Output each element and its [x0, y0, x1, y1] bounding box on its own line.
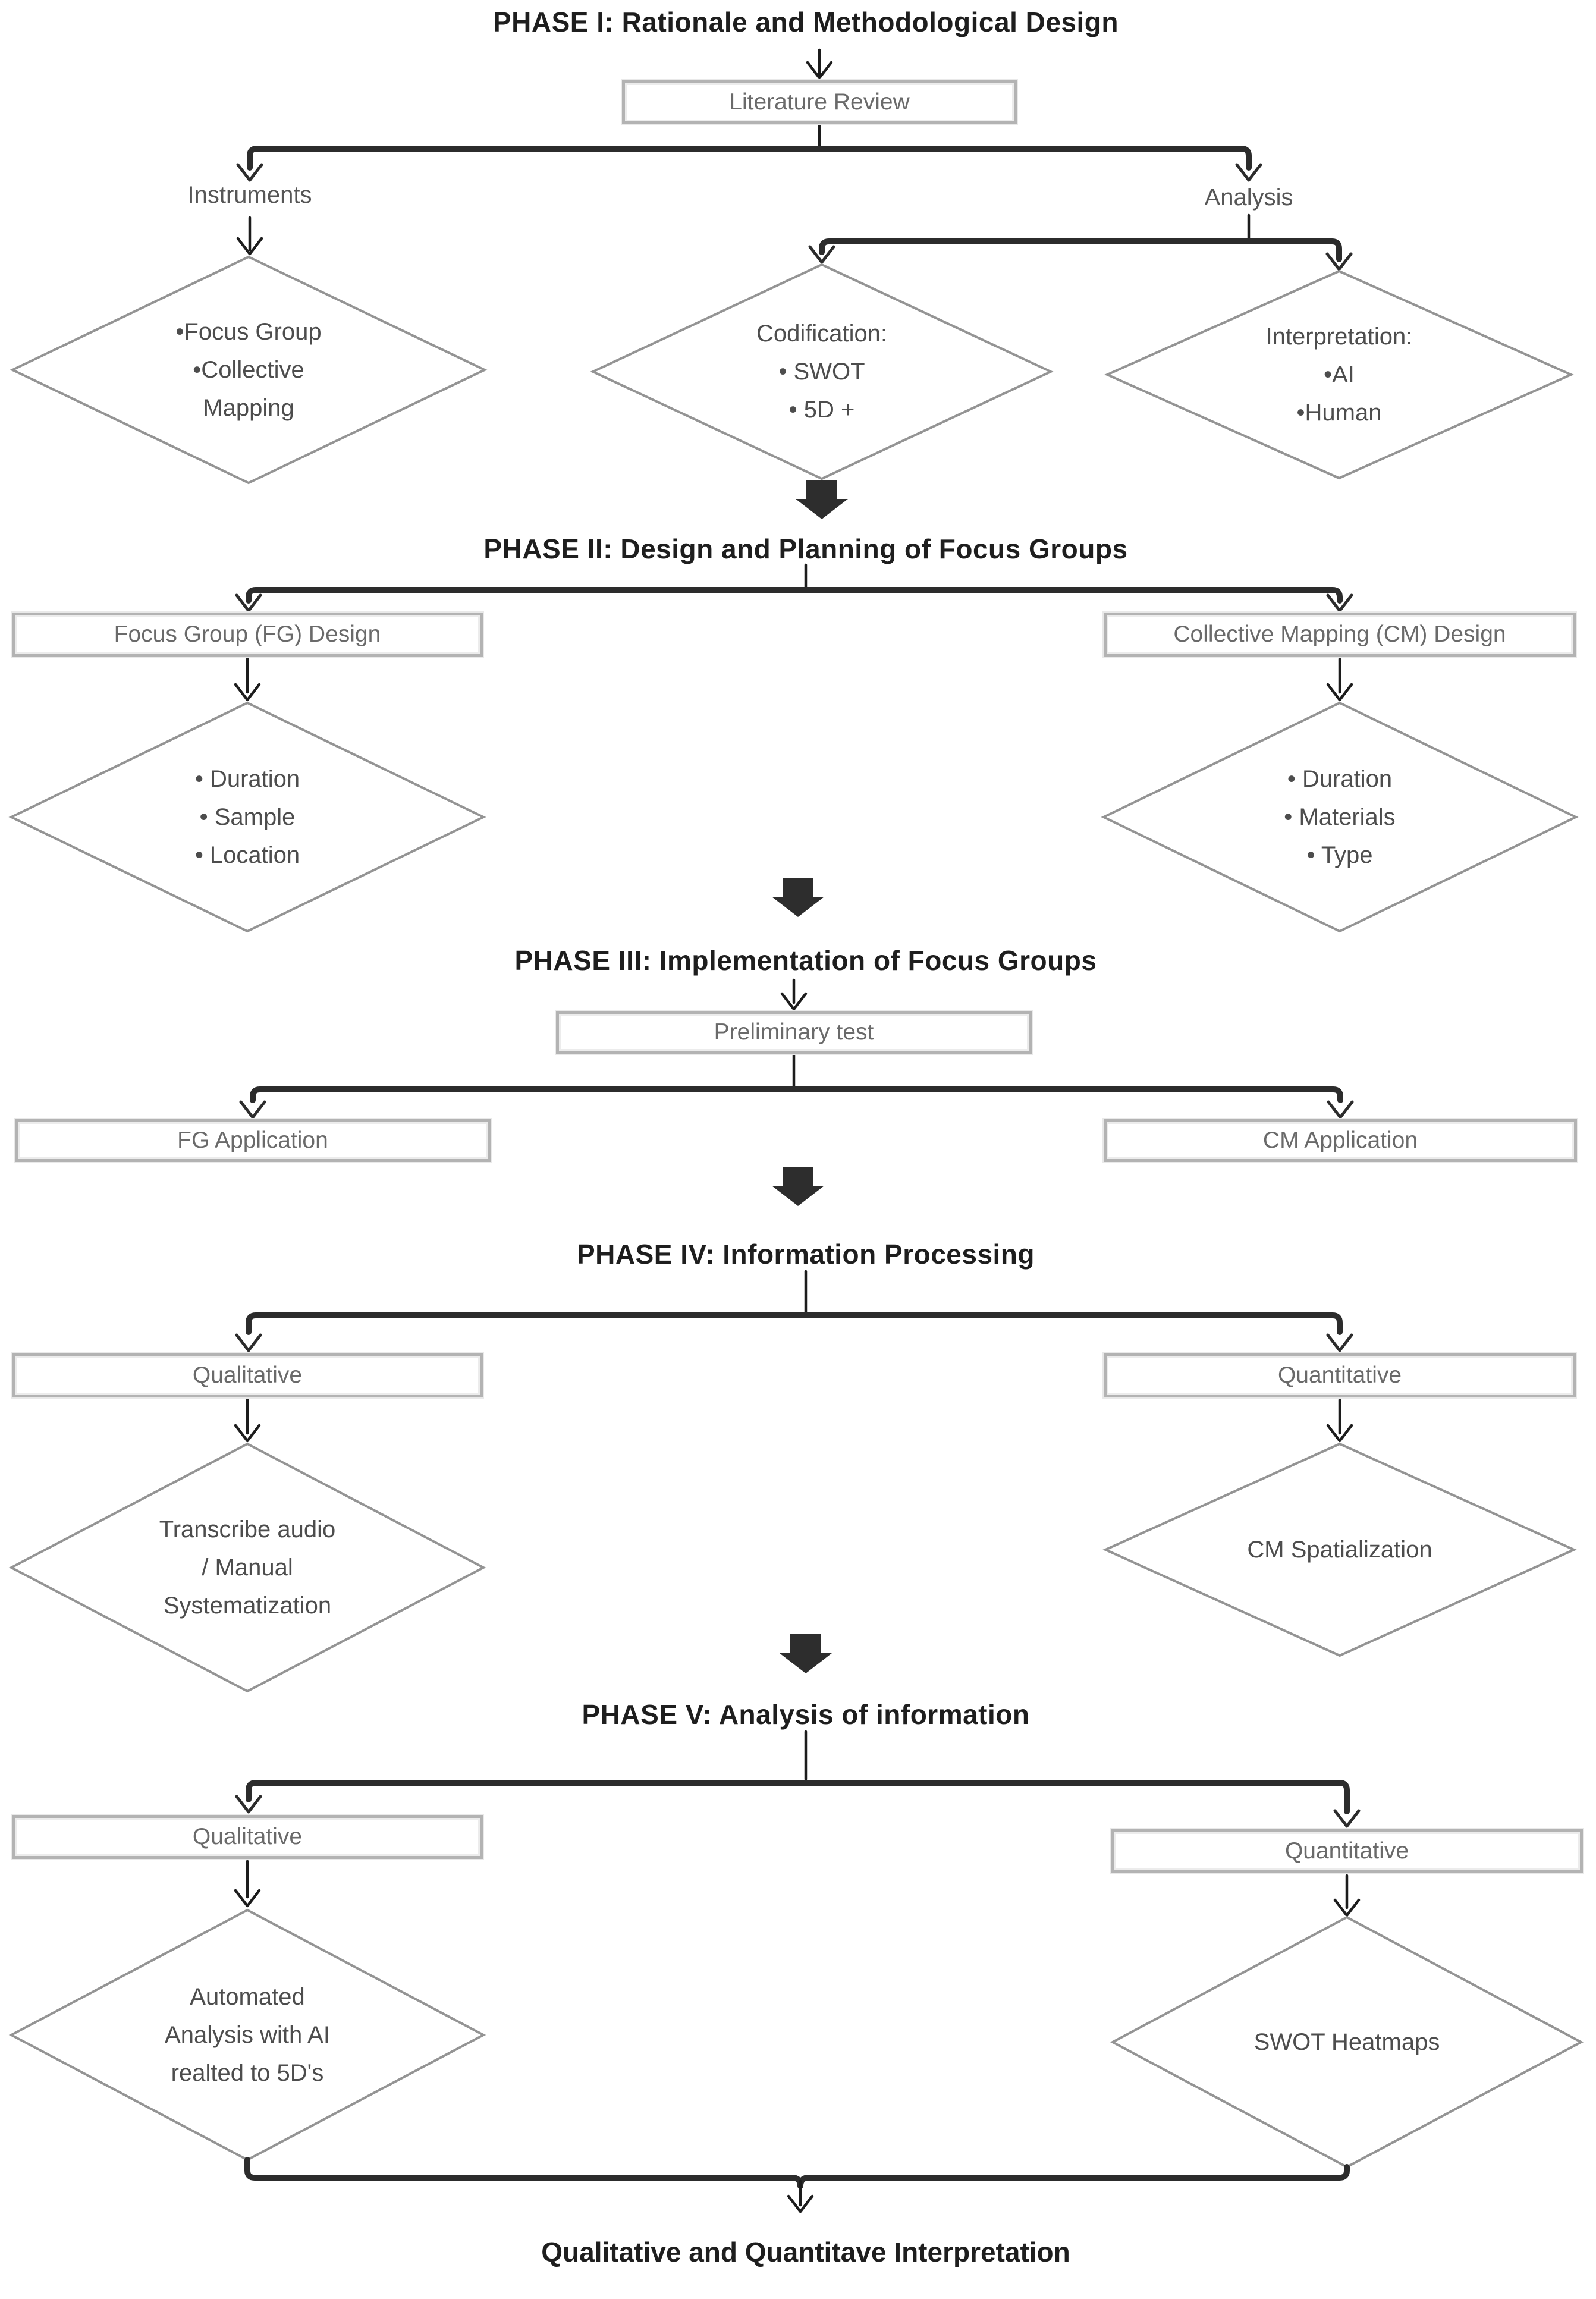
phase3-connectors [239, 978, 1354, 1119]
analysis-label: Analysis [1204, 184, 1293, 211]
phase4-title: PHASE IV: Information Processing [576, 1239, 1035, 1270]
merge-connectors [244, 2157, 1350, 2189]
qualitative-analysis-box: Qualitative [12, 1815, 483, 1859]
quantitative-analysis-label: Quantitative [1284, 1838, 1409, 1864]
preliminary-test-box: Preliminary test [556, 1011, 1032, 1054]
block-arrow-icon [796, 480, 848, 519]
cm-spatialization-diamond-shape [1102, 1442, 1577, 1657]
literature-review-box: Literature Review [622, 80, 1017, 124]
arrowhead-icon [239, 1100, 266, 1119]
arrowhead-icon [1333, 1809, 1361, 1828]
qualitative-analysis-label: Qualitative [192, 1824, 303, 1849]
arrowhead-icon [235, 593, 262, 613]
arrowhead-icon [1235, 163, 1262, 182]
arrowhead-icon [808, 245, 835, 264]
block-arrow-icon [772, 878, 824, 917]
arrowhead-icon [1333, 1898, 1361, 1917]
arrowhead-icon [806, 61, 833, 80]
cm-application-box: CM Application [1104, 1119, 1577, 1162]
arrowhead-icon [236, 237, 263, 256]
literature-review-label: Literature Review [729, 89, 910, 115]
merge-bar-right [797, 2164, 1350, 2189]
cm-design-box: Collective Mapping (CM) Design [1104, 613, 1576, 657]
phase5-title: PHASE V: Analysis of information [582, 1699, 1030, 1730]
arrowhead-icon [236, 163, 263, 182]
split-bar [246, 587, 1343, 604]
phase4-connectors [234, 1270, 1353, 1443]
preliminary-test-label: Preliminary test [714, 1019, 874, 1045]
split-bar [247, 146, 1252, 171]
arrowhead-icon [1326, 683, 1353, 702]
arrowhead-icon [1326, 1333, 1353, 1352]
qualitative-processing-label: Qualitative [192, 1362, 303, 1388]
fg-application-label: FG Application [177, 1127, 328, 1153]
split-bar [819, 238, 1342, 262]
transcription-diamond-shape [8, 1442, 486, 1693]
cm-parameters-diamond-shape [1101, 701, 1579, 933]
arrowhead-icon [787, 2194, 814, 2213]
arrowhead-icon [1327, 1100, 1354, 1119]
arrowhead-icon [1326, 1424, 1353, 1443]
fg-design-label: Focus Group (FG) Design [114, 621, 381, 647]
interpretation-diamond-shape [1104, 269, 1574, 480]
instruments-diamond-shape [10, 255, 488, 485]
quantitative-processing-label: Quantitative [1277, 1362, 1402, 1388]
arrowhead-icon [234, 1889, 261, 1908]
phase2-title: PHASE II: Design and Planning of Focus G… [483, 533, 1128, 564]
qualitative-processing-box: Qualitative [12, 1353, 483, 1397]
split-bar [250, 1086, 1343, 1103]
arrowhead-icon [1325, 252, 1353, 271]
arrowhead-icon [234, 683, 261, 702]
quantitative-processing-box: Quantitative [1104, 1353, 1576, 1397]
cm-design-label: Collective Mapping (CM) Design [1173, 621, 1506, 647]
fg-parameters-diamond-shape [8, 701, 486, 933]
fg-application-box: FG Application [15, 1119, 491, 1162]
arrowhead-icon [235, 1795, 262, 1814]
arrowhead-icon [234, 1424, 261, 1443]
merge-bar-left [244, 2157, 803, 2189]
cm-application-label: CM Application [1262, 1127, 1418, 1153]
phase5-connectors [234, 1730, 1361, 1917]
codification-diamond-shape [590, 263, 1054, 480]
arrowhead-icon [235, 1333, 262, 1352]
phase1-connectors [236, 48, 1353, 271]
footer-title: Qualitative and Quantitave Interpretatio… [541, 2237, 1070, 2267]
block-arrow-icon [772, 1167, 824, 1206]
phase2-connectors [234, 563, 1353, 702]
split-bar [246, 1780, 1350, 1814]
fg-design-box: Focus Group (FG) Design [12, 613, 483, 657]
arrowhead-icon [780, 992, 808, 1011]
instruments-label: Instruments [187, 182, 312, 208]
block-arrow-icon [780, 1634, 832, 1673]
split-bar [246, 1312, 1343, 1335]
arrowhead-icon [1326, 593, 1353, 613]
phase1-title: PHASE I: Rationale and Methodological De… [493, 7, 1119, 37]
phase3-title: PHASE III: Implementation of Focus Group… [514, 945, 1097, 976]
quantitative-analysis-box: Quantitative [1111, 1829, 1583, 1873]
